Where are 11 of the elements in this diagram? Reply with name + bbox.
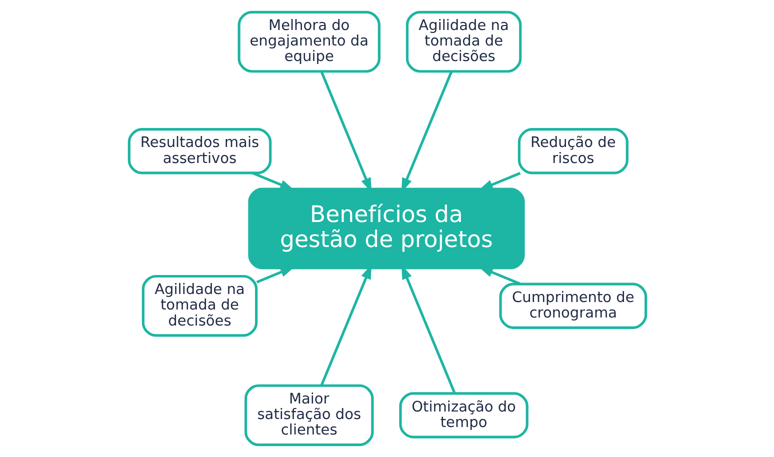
node-box: Agilidade na tomada de decisões (405, 10, 522, 73)
arrow (256, 266, 294, 284)
node-box: Agilidade na tomada de decisões (141, 274, 258, 337)
node-box: Cumprimento de cronograma (498, 282, 647, 329)
node-box: Resultados mais assertivos (127, 128, 272, 174)
node-box: Otimização do tempo (398, 392, 528, 438)
node-box: Redução de riscos (517, 128, 628, 174)
node-box: Maior satisfação dos clientes (244, 384, 374, 446)
node-box: Melhora do engajamento da equipe (237, 10, 380, 73)
arrow (252, 172, 294, 190)
node-box: Benefícios da gestão de projetos (248, 188, 524, 270)
